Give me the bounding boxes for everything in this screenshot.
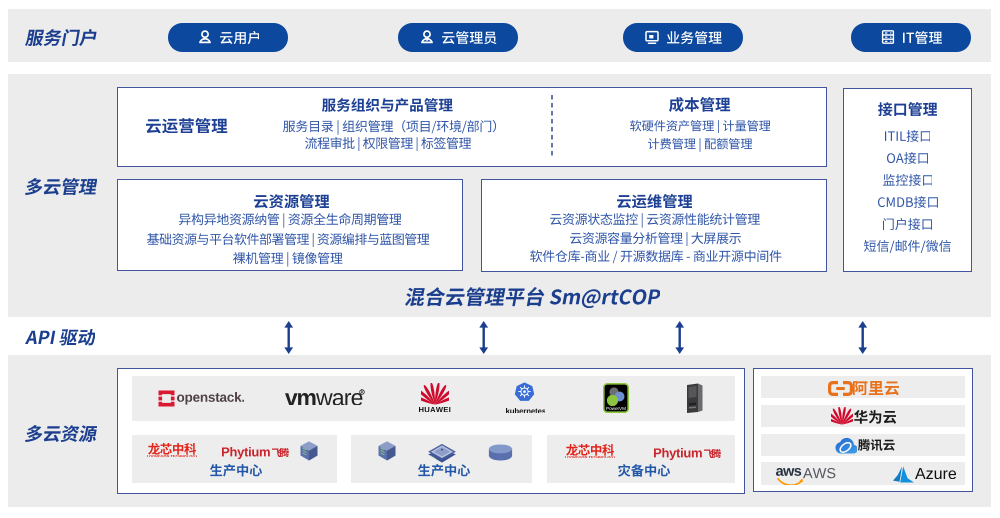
svg-text:PowerVM: PowerVM — [606, 406, 626, 411]
